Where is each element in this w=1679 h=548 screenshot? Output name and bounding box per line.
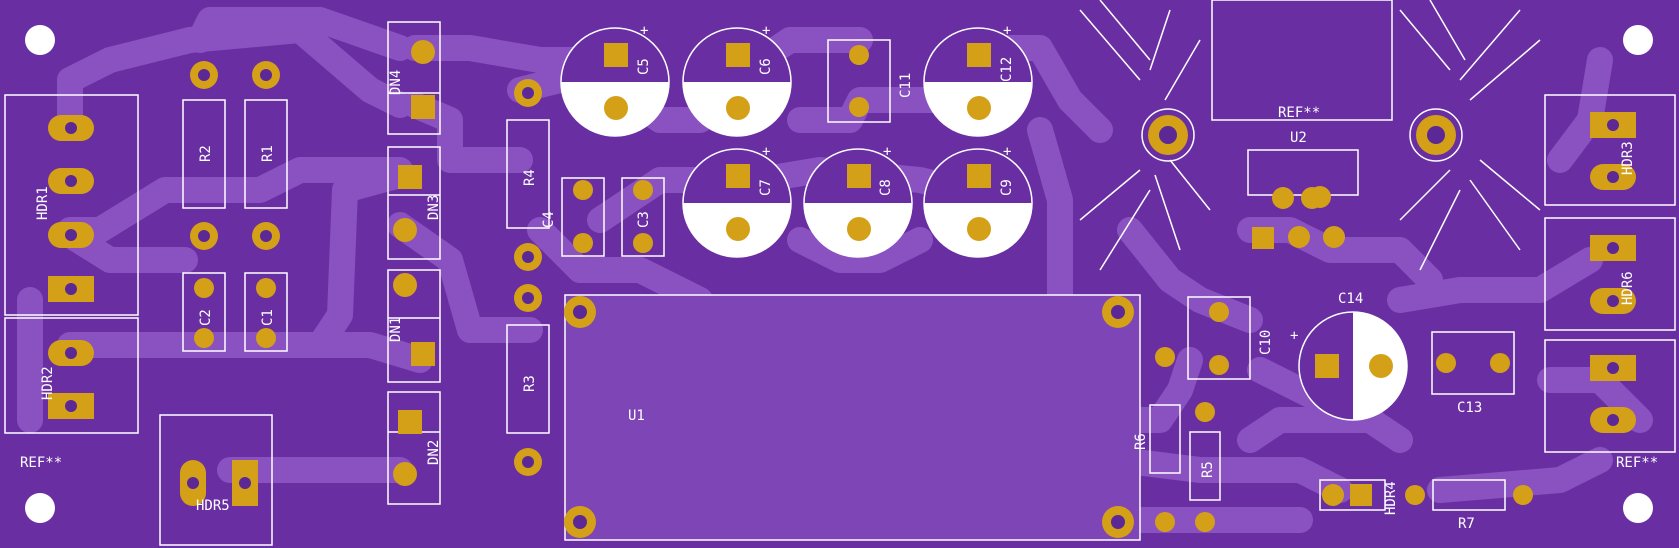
label-c4: C4 <box>541 211 557 228</box>
label-u1: U1 <box>628 408 645 424</box>
hdr4-footprint <box>1319 479 1386 511</box>
label-c7: C7 <box>758 179 774 196</box>
drill-holes <box>65 69 1619 529</box>
r5-outline <box>1189 431 1221 501</box>
dn2-outline <box>387 391 441 505</box>
label-c6: C6 <box>758 58 774 75</box>
plus-c6: + <box>762 23 770 39</box>
label-hdr3: HDR3 <box>1620 141 1636 175</box>
label-hdr5: HDR5 <box>196 498 230 514</box>
label-c2: C2 <box>198 309 214 326</box>
label-r7: R7 <box>1458 516 1475 532</box>
label-r6: R6 <box>1133 433 1149 450</box>
c3-outline <box>621 177 665 257</box>
hdr3-footprint <box>1544 94 1676 206</box>
plus-c7: + <box>762 144 770 160</box>
label-ref-right: REF** <box>1616 455 1658 471</box>
hdr1-footprint <box>4 94 139 316</box>
r3-outline <box>506 324 550 434</box>
r6-outline <box>1149 404 1181 474</box>
label-r3: R3 <box>522 375 538 392</box>
label-c5: C5 <box>636 58 652 75</box>
label-ref-left: REF** <box>20 455 62 471</box>
label-c11: C11 <box>898 73 914 98</box>
plus-c5: + <box>640 23 648 39</box>
c1-outline <box>244 272 288 352</box>
label-c1: C1 <box>260 309 276 326</box>
label-hdr1: HDR1 <box>35 186 51 220</box>
diodes <box>387 21 441 505</box>
r7-outline <box>1432 479 1506 511</box>
dn3-outline <box>387 146 441 260</box>
resistors <box>182 99 1506 511</box>
mounting-hole-top-right <box>1623 25 1653 55</box>
label-r5: R5 <box>1200 461 1216 478</box>
mounting-hole-bottom-left <box>25 493 55 523</box>
label-c12: C12 <box>999 57 1015 82</box>
label-c8: C8 <box>878 179 894 196</box>
c13-outline <box>1431 331 1515 395</box>
plus-c9: + <box>1003 144 1011 160</box>
plus-c8: + <box>883 144 891 160</box>
label-dn2: DN2 <box>426 440 442 465</box>
mounting-holes <box>25 25 1653 523</box>
u1-copper-pour <box>564 294 1141 541</box>
ceramic-caps <box>182 39 1515 395</box>
label-r2: R2 <box>198 145 214 162</box>
hdr-right-bottom-footprint <box>1544 339 1676 453</box>
r2-outline <box>182 99 226 209</box>
label-dn1: DN1 <box>388 317 404 342</box>
label-u2: U2 <box>1290 130 1307 146</box>
plus-c14: + <box>1290 328 1298 344</box>
mounting-hole-bottom-right <box>1623 493 1653 523</box>
label-c10: C10 <box>1258 330 1274 355</box>
mounting-hole-top-left <box>25 25 55 55</box>
r4-outline <box>506 119 550 229</box>
silkscreen-labels: HDR1 HDR2 HDR3 HDR6 HDR4 HDR5 R2 R1 R4 R… <box>20 23 1658 532</box>
hdr2-footprint <box>4 317 139 434</box>
dn4-outline <box>387 21 441 135</box>
label-ref-center: REF** <box>1278 105 1320 121</box>
dn1-outline <box>387 269 441 383</box>
plus-c12: + <box>1003 23 1011 39</box>
c10-outline <box>1187 296 1251 380</box>
label-c9: C9 <box>999 179 1015 196</box>
label-c3: C3 <box>636 211 652 228</box>
label-hdr4: HDR4 <box>1383 481 1399 515</box>
c2-outline <box>182 272 226 352</box>
label-hdr6: HDR6 <box>1620 271 1636 305</box>
r1-outline <box>244 99 288 209</box>
label-r1: R1 <box>260 145 276 162</box>
label-hdr2: HDR2 <box>40 366 56 400</box>
c4-outline <box>561 177 605 257</box>
label-r4: R4 <box>522 169 538 186</box>
label-dn4: DN4 <box>388 70 404 95</box>
label-dn3: DN3 <box>426 195 442 220</box>
label-c13: C13 <box>1457 400 1482 416</box>
c11-outline <box>827 39 891 123</box>
heatsink-outline <box>1079 0 1541 271</box>
label-c14: C14 <box>1338 291 1363 307</box>
